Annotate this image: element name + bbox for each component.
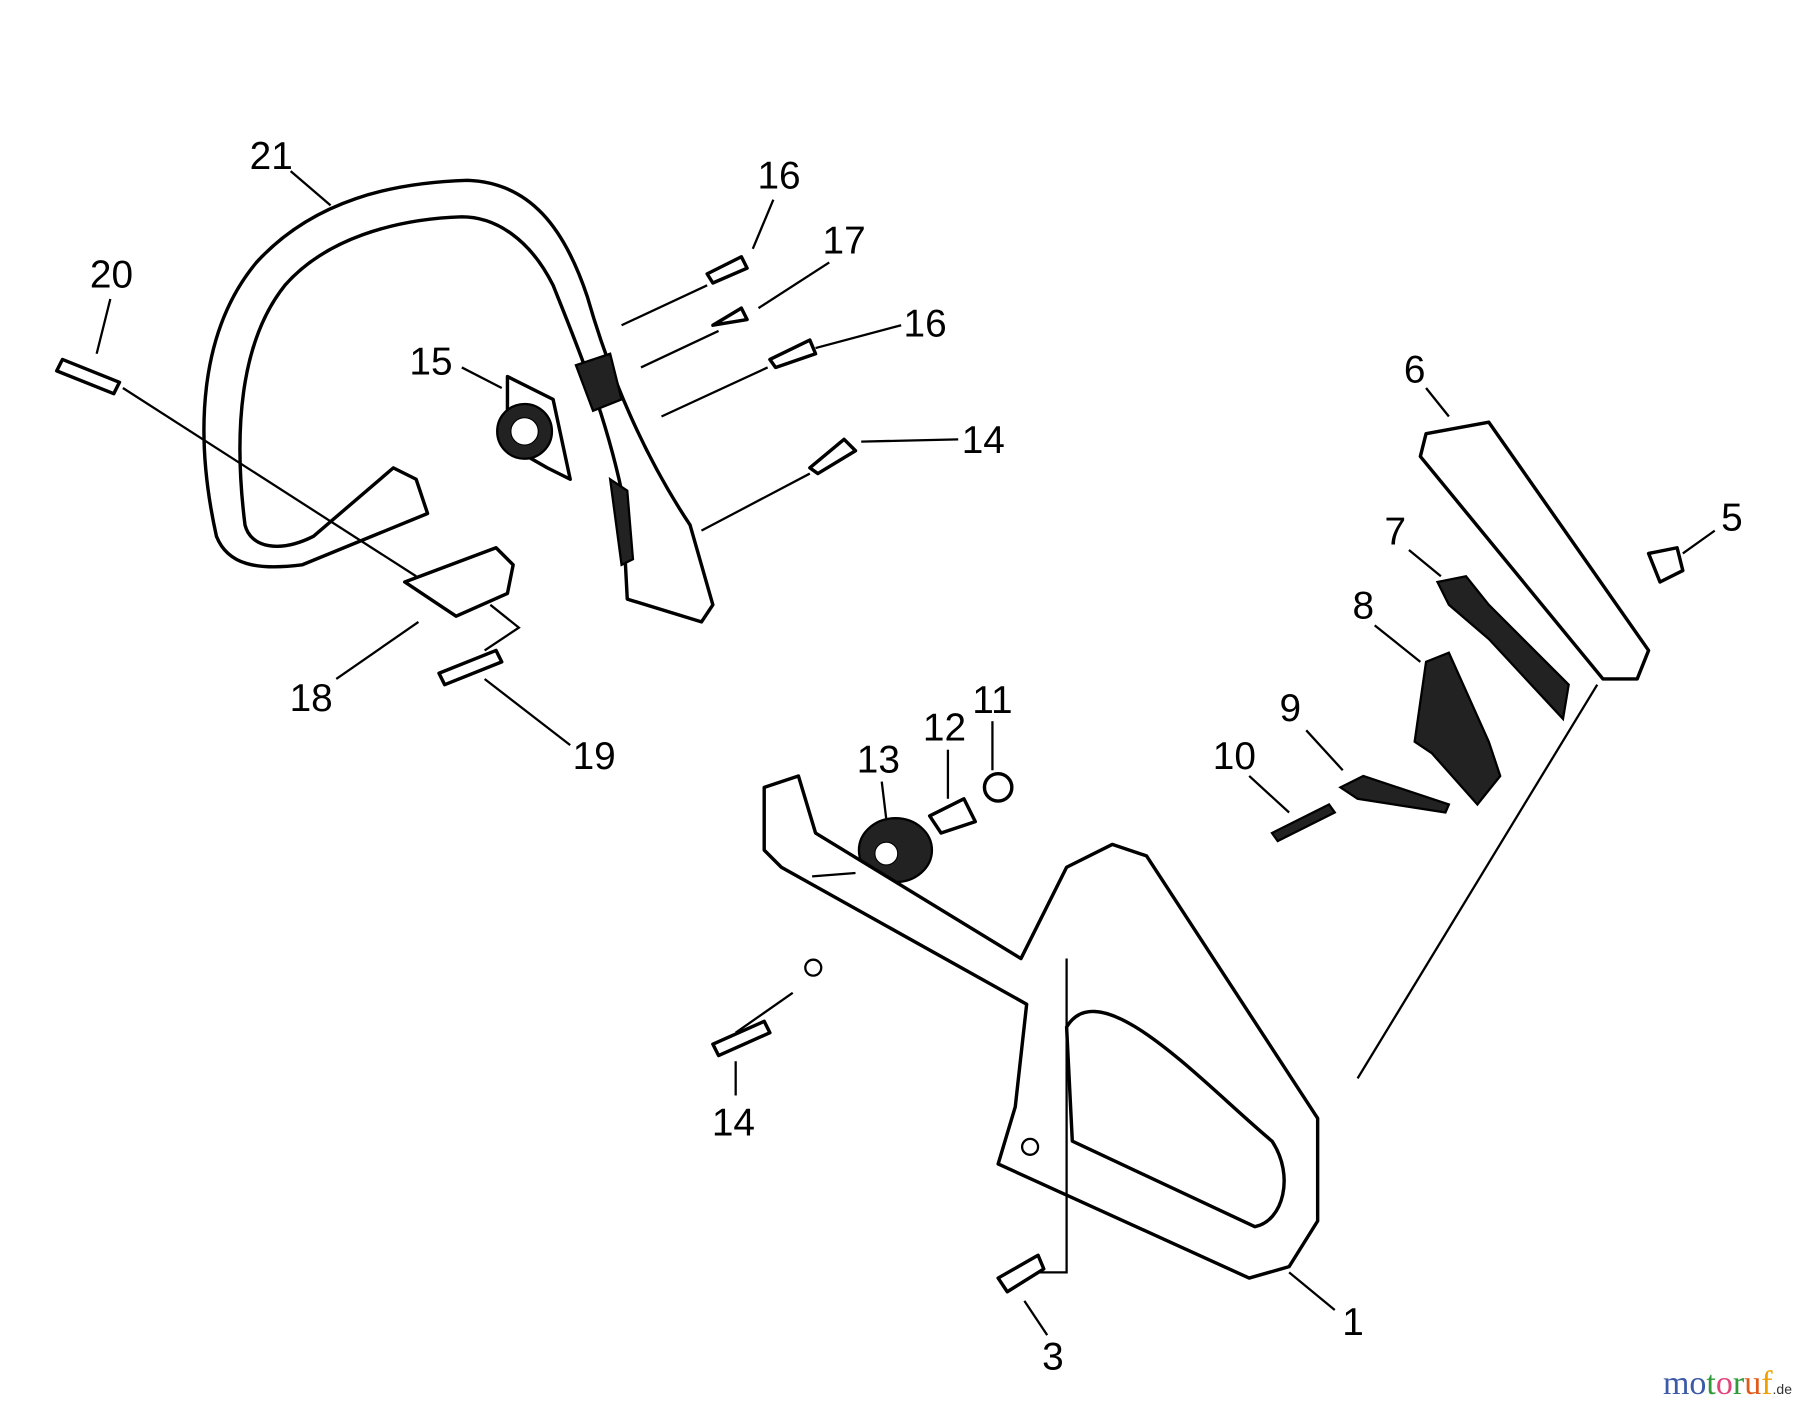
damper-part-13 [857, 817, 934, 884]
label-8: 8 [1353, 584, 1375, 627]
label-14: 14 [712, 1101, 755, 1144]
watermark-logo: motoruf.de [1662, 1365, 1792, 1402]
chain-cover-part-1 [762, 774, 1320, 1280]
bolt-part-12 [927, 797, 978, 835]
leader-lines [95, 170, 1716, 1336]
mount-part-15 [496, 374, 572, 481]
label-5: 5 [1721, 497, 1743, 540]
label-13: 13 [857, 739, 900, 782]
label-21: 21 [250, 135, 293, 178]
label-11: 11 [972, 679, 1012, 722]
label-16: 16 [757, 154, 800, 197]
label-7: 7 [1384, 510, 1406, 553]
bolt-part-5 [1646, 546, 1685, 584]
spring-part-9 [1338, 774, 1451, 814]
label-3: 3 [1042, 1335, 1064, 1378]
label-15: 15 [409, 340, 452, 383]
label-17: 17 [823, 219, 866, 262]
screws [54, 255, 1046, 1294]
label-12: 12 [923, 707, 966, 750]
label-20: 20 [90, 254, 133, 297]
link-part-7 [1435, 575, 1570, 722]
front-handle-part-21 [202, 178, 715, 624]
pin-part-10 [1270, 803, 1337, 843]
label-16: 16 [904, 303, 947, 346]
label-18: 18 [290, 677, 333, 720]
label-1: 1 [1342, 1301, 1364, 1344]
watermark-name: motoruf [1662, 1365, 1773, 1402]
label-19: 19 [573, 735, 616, 778]
label-14: 14 [962, 419, 1005, 462]
bracket-part-18 [403, 546, 515, 618]
label-9: 9 [1279, 687, 1301, 730]
label-6: 6 [1404, 348, 1426, 391]
brake-lever-part-6 [1418, 420, 1651, 681]
washer-part-11 [982, 771, 1014, 803]
label-10: 10 [1213, 735, 1256, 778]
plate-part-8 [1413, 651, 1502, 807]
